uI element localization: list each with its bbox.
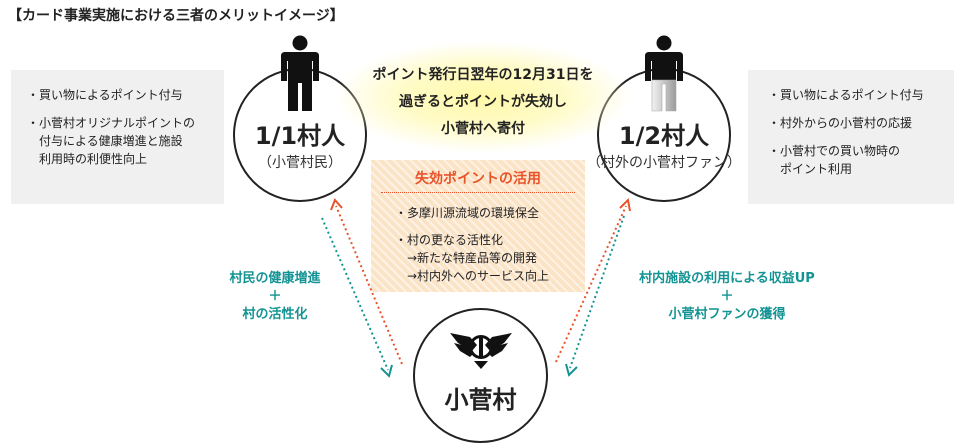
villager-benefit-label: 村民の健康増進 ＋ 村の活性化 [215,270,335,324]
expiry-note-line: 小菅村へ寄付 [441,121,525,137]
arrowhead-red-up-right [619,197,631,212]
village-label: 小菅村 [444,386,517,414]
villager-benefits-panel: ・買い物によるポイント付与 ・小菅村オリジナルポイントの 付与による健康増進と施… [11,70,224,204]
label-line: 小菅村ファンの獲得 [668,307,786,322]
expiry-note-line: ポイント発行日翌年の12月31日を [372,67,594,83]
arrow-village-to-fan [555,205,627,363]
expired-points-item: ・村の更なる活性化 [395,233,504,247]
fan-benefit-item: ・村外からの小菅村の応援 [768,116,913,130]
arrowhead-teal-down-right [565,363,578,377]
fan-benefits-panel: ・買い物によるポイント付与 ・村外からの小菅村の応援 ・小菅村での買い物時の ポ… [748,70,954,204]
village-benefit-label: 村内施設の利用による収益UP ＋ 小菅村ファンの獲得 [622,270,832,324]
arrowhead-teal-down-left [380,364,393,378]
fan-label: 1/2村人 [618,122,710,150]
village-emblem-icon [450,333,512,369]
expired-points-item: →新たな特産品等の開発 [395,251,538,265]
label-plus: ＋ [720,289,734,304]
label-plus: ＋ [268,289,282,304]
divider [381,192,575,193]
arrowhead-red-up-left [330,198,343,211]
villager-label: 1/1村人 [254,122,346,150]
villager-benefit-item: ・小菅村オリジナルポイントの 付与による健康増進と施設 利用時の利便性向上 [27,116,196,166]
label-line: 村の活性化 [242,307,308,322]
expiry-note-glow [338,42,628,152]
expired-points-item: →村内外へのサービス向上 [395,269,550,283]
fan-benefit-item: ・小菅村での買い物時の ポイント利用 [768,144,901,176]
label-line: 村内施設の利用による収益UP [639,271,815,286]
expired-points-item: ・多摩川源流域の環境保全 [395,206,540,220]
village-circle: 小菅村 [413,308,548,443]
page-title: 【カード事業実施における三者のメリットイメージ】 [8,8,344,24]
person-icon [281,35,319,111]
villager-benefit-item: ・買い物によるポイント付与 [27,88,183,102]
person-icon [645,35,683,112]
arrow-fan-to-village [569,215,625,369]
label-line: 村民の健康増進 [229,271,321,286]
expiry-note: ポイント発行日翌年の12月31日を 過ぎるとポイントが失効し 小菅村へ寄付 [338,62,628,143]
expiry-note-line: 過ぎるとポイントが失効し [399,94,567,110]
fan-sublabel: （村外の小菅村ファン） [587,155,741,171]
villager-sublabel: （小菅村民） [258,155,342,171]
arrow-village-to-villager [335,205,403,365]
expired-points-title: 失効ポイントの活用 [415,171,541,187]
expired-points-box: 失効ポイントの活用 ・多摩川源流域の環境保全 ・村の更なる活性化 →新たな特産品… [371,160,585,292]
fan-benefit-item: ・買い物によるポイント付与 [768,88,924,102]
